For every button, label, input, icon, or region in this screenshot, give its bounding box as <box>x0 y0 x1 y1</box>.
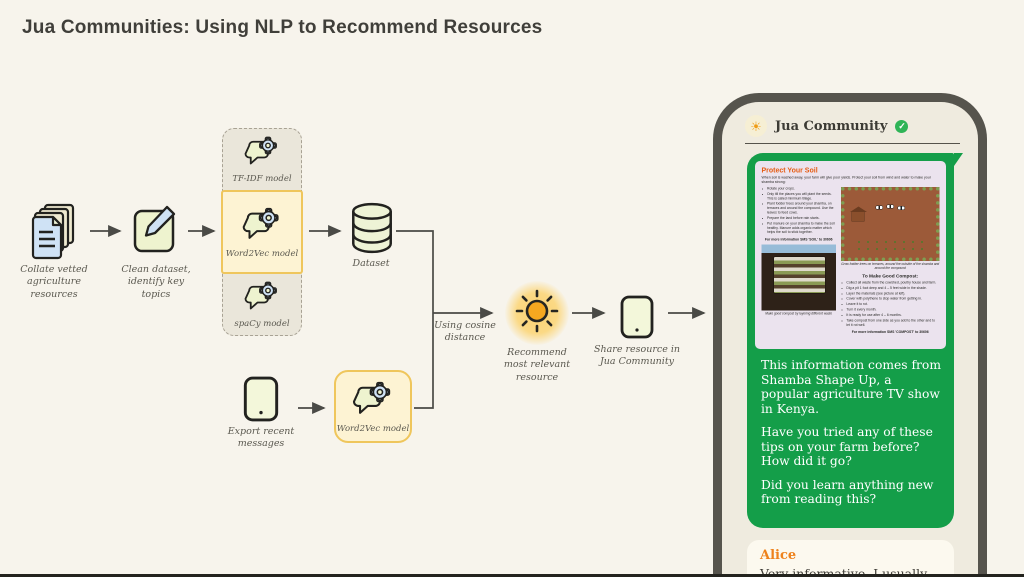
outgoing-message-bubble: Protect Your Soil When soil is washed aw… <box>747 153 963 528</box>
cow-graphic <box>875 205 883 210</box>
phone-icon <box>620 295 654 343</box>
node-tfidf-model: TF-IDF model <box>223 129 301 190</box>
cow-graphic <box>897 205 905 210</box>
compost-sms-note: For more information SMS 'COMPOST' to 30… <box>851 330 929 335</box>
spacy-label: spaCy model <box>234 318 290 329</box>
tfidf-label: TF-IDF model <box>232 174 292 185</box>
word2vec-msg-label: Word2Vec model <box>336 423 410 434</box>
model-options-group: TF-IDF model Word2Vec model <box>221 128 303 336</box>
header-divider <box>745 143 960 144</box>
message-paragraph: This information comes from Shamba Shape… <box>761 358 941 416</box>
compost-title: To Make Good Compost: <box>862 273 919 279</box>
soil-tips-list: Rotate your crops.Only till the places y… <box>762 187 836 235</box>
node-dataset <box>348 202 396 259</box>
resource-card-content: Protect Your Soil When soil is washed aw… <box>755 161 946 342</box>
node-word2vec-model-selected: Word2Vec model <box>221 190 303 274</box>
resource-card: Protect Your Soil When soil is washed aw… <box>755 161 946 349</box>
phone-icon <box>243 376 279 426</box>
node-recommend <box>505 281 569 345</box>
edit-icon <box>131 205 181 259</box>
verified-badge-icon: ✓ <box>895 119 909 133</box>
cosine-distance-label: Using cosine distance <box>434 320 496 344</box>
message-paragraph: Have you tried any of these tips on your… <box>761 425 933 468</box>
node-clean-dataset <box>131 203 181 260</box>
reply-bubble: Alice Very informative. I usually use an… <box>747 539 954 577</box>
community-title: Jua Community <box>775 118 888 134</box>
document-stack-icon <box>25 203 81 266</box>
reply-text: Very informative. I usually use animal m… <box>760 565 928 577</box>
node-share-resource <box>620 295 654 344</box>
node-collate-resources <box>25 202 81 267</box>
compost-steps-list: Collect all waste from the cowshed, poul… <box>841 281 940 328</box>
compost-layers-graphic <box>773 256 826 294</box>
cow-graphic <box>886 204 894 209</box>
hut-graphic <box>849 206 867 222</box>
share-label: Share resource in Jua Community <box>593 344 680 368</box>
dataset-label: Dataset <box>352 258 390 269</box>
card-intro: When soil is washed away, your farm will… <box>761 176 931 185</box>
node-export-messages <box>243 376 279 427</box>
phone-mockup: ☀ Jua Community ✓ Protect Your Soil When… <box>713 93 987 577</box>
chat-gear-icon <box>244 135 280 173</box>
clean-label: Clean dataset, identify key topics <box>121 264 191 300</box>
message-paragraph: Did you learn anything new from reading … <box>761 477 934 507</box>
chat-gear-icon <box>242 206 282 248</box>
farm-illustration <box>840 186 940 261</box>
sun-icon <box>514 288 560 339</box>
word2vec-label: Word2Vec model <box>225 248 299 259</box>
export-label: Export recent messages <box>227 426 295 450</box>
card-title: Protect Your Soil <box>761 166 818 174</box>
compost-illustration <box>761 244 836 311</box>
outgoing-message-text: This information comes from Shamba Shape… <box>755 349 946 522</box>
page-title: Jua Communities: Using NLP to Recommend … <box>22 17 543 38</box>
plants-graphic <box>854 238 928 252</box>
phone-header: ☀ Jua Community ✓ <box>745 115 960 137</box>
node-spacy-model: spaCy model <box>223 274 301 335</box>
chat-gear-icon <box>244 280 280 318</box>
database-icon <box>348 202 396 258</box>
recommend-label: Recommend most relevant resource <box>503 347 571 383</box>
reply-author: Alice <box>760 547 797 563</box>
farm-caption: Grow fodder trees on terraces, around th… <box>841 262 940 270</box>
bottom-edge-bar <box>0 574 1024 577</box>
chat-gear-icon <box>352 380 394 423</box>
node-word2vec-messages: Word2Vec model <box>334 370 412 443</box>
compost-caption: Make good compost by layering different … <box>765 312 833 316</box>
collate-label: Collate vetted agriculture resources <box>20 264 88 300</box>
community-sun-icon: ☀ <box>745 115 767 137</box>
soil-sms-note: For more information SMS 'SOIL' to 30606 <box>764 238 833 242</box>
